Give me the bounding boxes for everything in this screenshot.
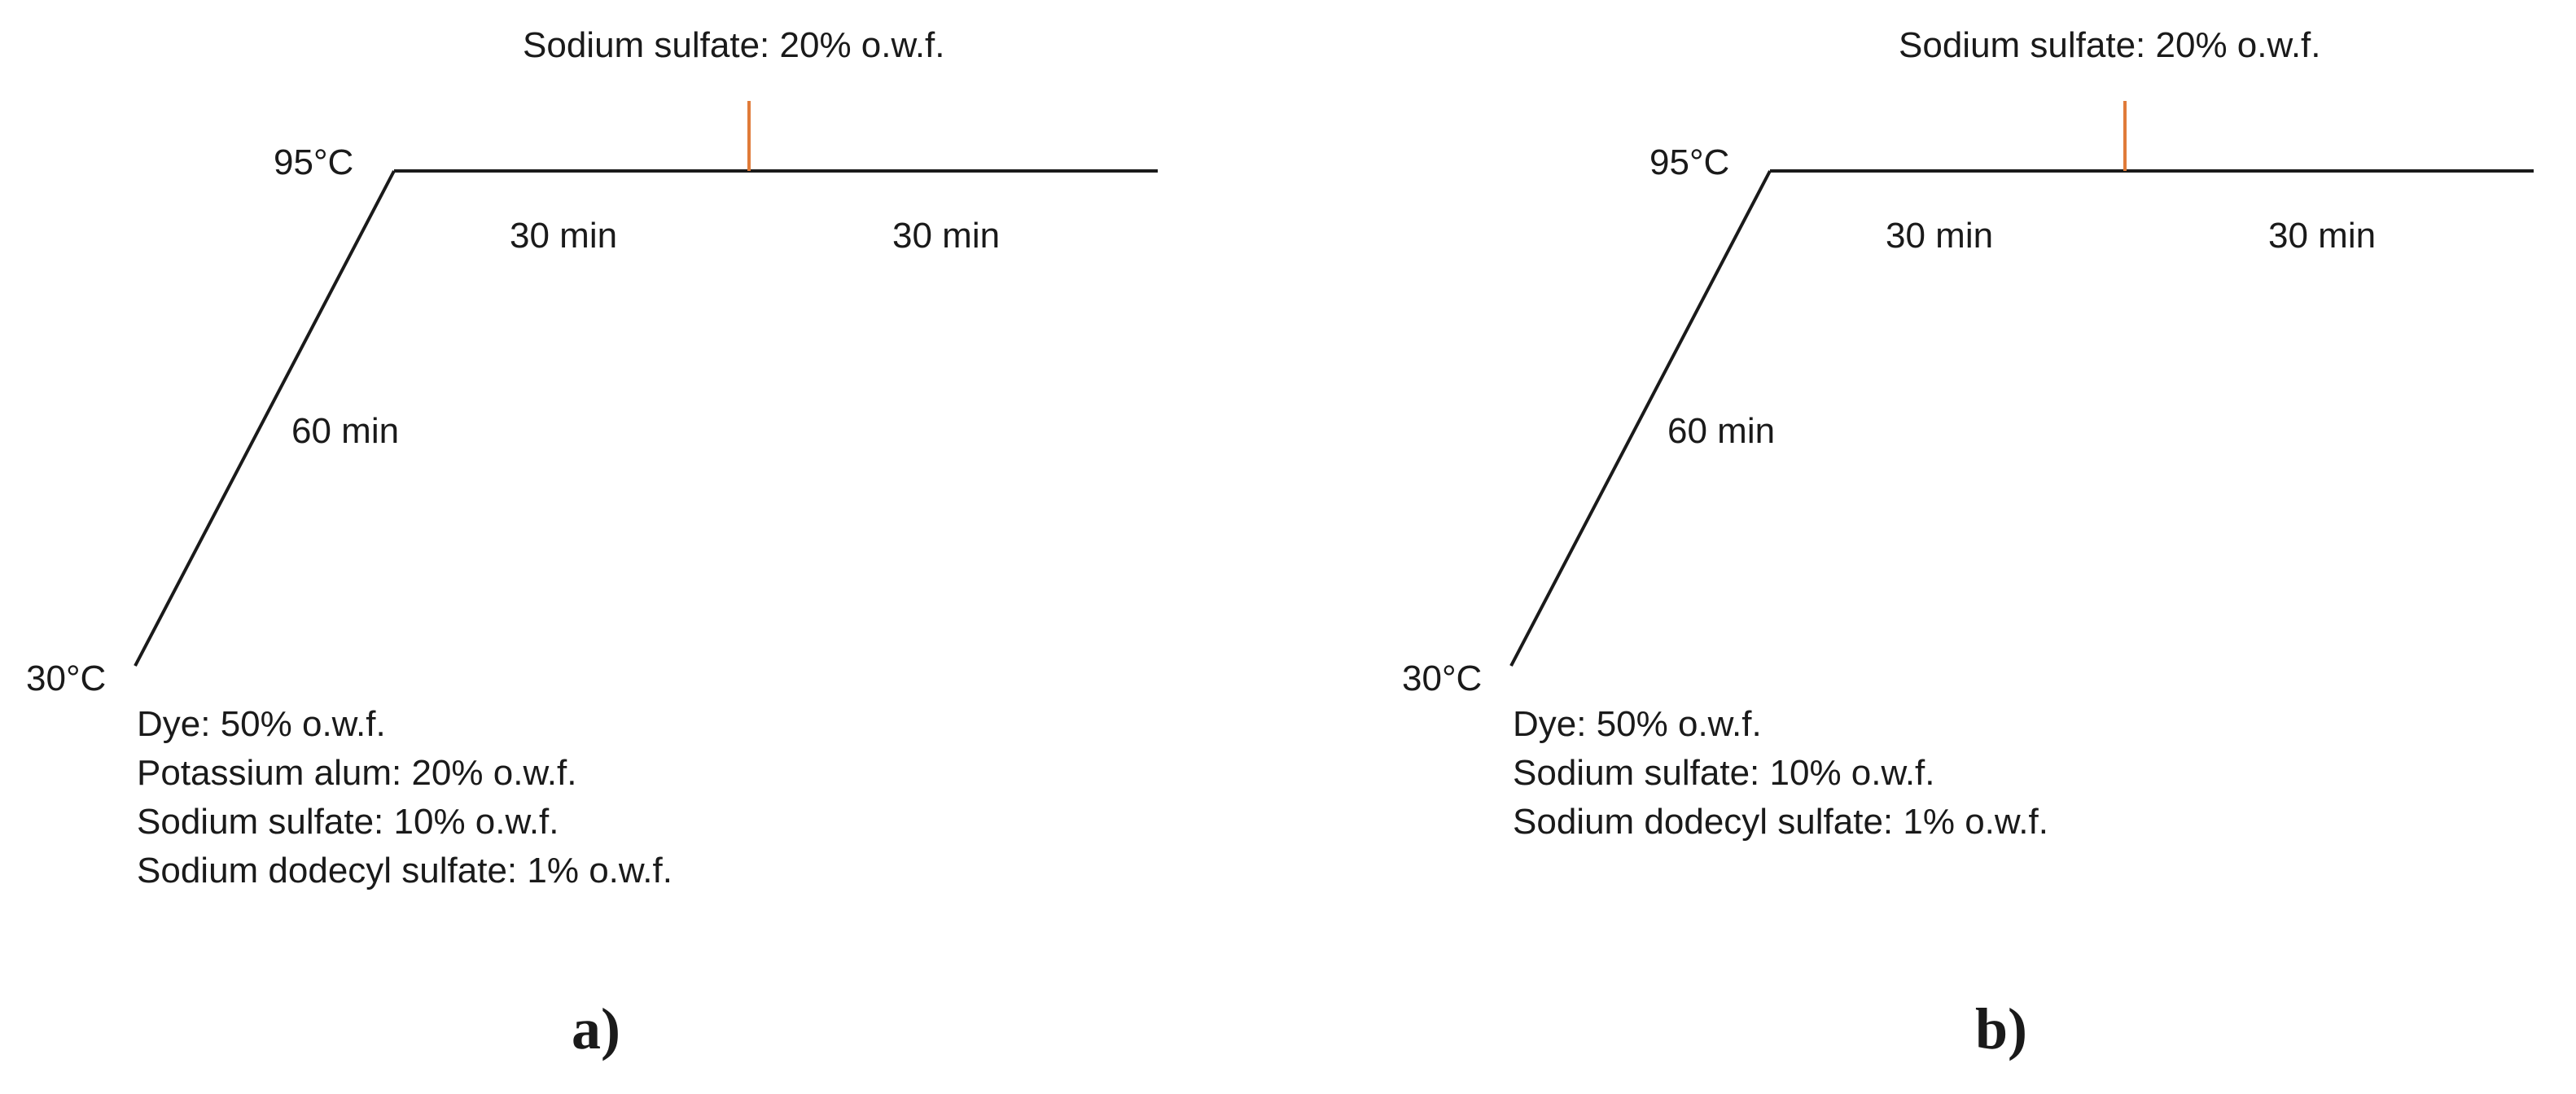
recipe-item: Dye: 50% o.w.f. (137, 704, 386, 744)
ramp-line (1509, 170, 1772, 667)
start-temp-label: 30°C (26, 659, 107, 698)
recipe-item: Dye: 50% o.w.f. (1513, 704, 1762, 744)
ramp-time-label: 60 min (1667, 411, 1776, 451)
hold-time-label-1: 30 min (510, 216, 618, 256)
recipe-item: Potassium alum: 20% o.w.f. (137, 753, 577, 793)
ramp-line (134, 170, 396, 667)
temperature-profile (1509, 101, 2534, 667)
recipe-item: Sodium sulfate: 10% o.w.f. (1513, 753, 1935, 793)
temperature-profile (134, 101, 1158, 667)
panel-b: Sodium sulfate: 20% o.w.f. 95°C 30 min 3… (1376, 0, 2576, 1094)
panel-caption: a) (572, 996, 620, 1061)
hold-time-label-1: 30 min (1886, 216, 1994, 256)
ramp-time-label: 60 min (291, 411, 400, 451)
addition-note: Sodium sulfate: 20% o.w.f. (1899, 25, 2321, 65)
recipe-list: Dye: 50% o.w.f. Potassium alum: 20% o.w.… (137, 707, 672, 902)
recipe-list: Dye: 50% o.w.f. Sodium sulfate: 10% o.w.… (1513, 707, 2048, 853)
recipe-item: Sodium sulfate: 10% o.w.f. (137, 802, 559, 842)
hold-time-label-2: 30 min (2268, 216, 2377, 256)
recipe-item: Sodium dodecyl sulfate: 1% o.w.f. (137, 851, 672, 891)
hold-temp-label: 95°C (274, 142, 354, 182)
recipe-item: Sodium dodecyl sulfate: 1% o.w.f. (1513, 802, 2048, 842)
addition-note: Sodium sulfate: 20% o.w.f. (523, 25, 945, 65)
panel-a: Sodium sulfate: 20% o.w.f. 95°C 30 min 3… (26, 25, 1158, 1061)
hold-time-label-2: 30 min (892, 216, 1001, 256)
start-temp-label: 30°C (1402, 659, 1483, 698)
hold-temp-label: 95°C (1649, 142, 1730, 182)
panel-caption: b) (1975, 996, 2028, 1061)
